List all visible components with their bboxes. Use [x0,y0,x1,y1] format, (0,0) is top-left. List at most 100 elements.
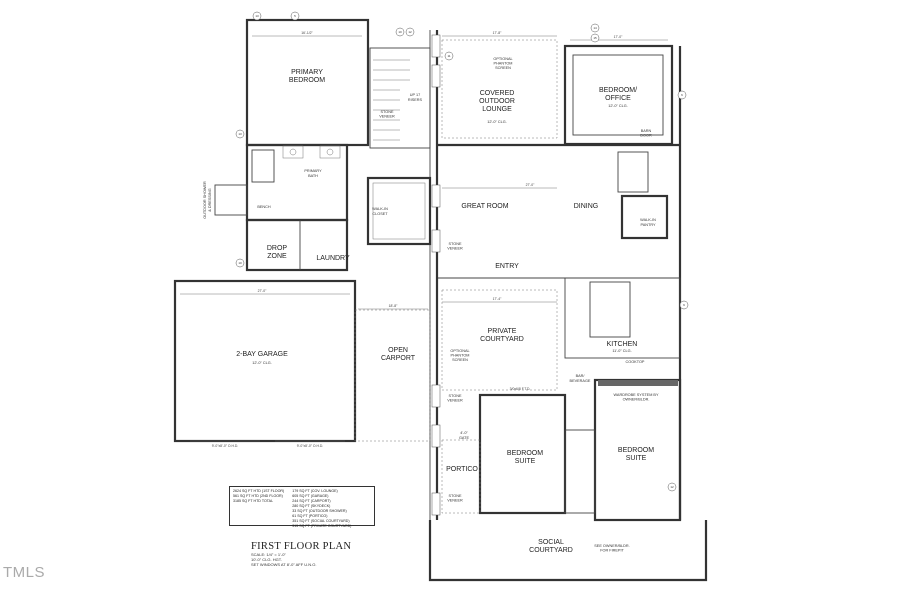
social-courtyard-wall [428,520,708,582]
sqft-line: 179 SQ FT (COV. LOUNGE) [292,489,338,493]
bench-label: BENCH [257,205,271,209]
private-courtyard-outline [441,289,558,391]
square-footage-table: 2624 SQ FT HTD (1ST FLOOR) 561 SQ FT HTD… [229,486,375,528]
walkin-closet-walls [366,176,432,246]
carport-outline [354,309,431,442]
sqft-line: 280 SQ FT (SKYDECK) [292,504,331,508]
room-label-kitchen: KITCHEN [607,341,638,348]
vanity-2 [319,145,341,159]
sqft-line: 605 SQ FT (GARAGE) [292,494,329,498]
dim-carport-width: 18'-8" [389,304,398,308]
room-label-portico: PORTICO [446,466,478,473]
bench-band [598,380,678,386]
pantry-walls [620,194,669,240]
covered-lounge-outline [441,39,558,139]
plan-title: FIRST FLOOR PLAN [251,541,352,552]
bar-beverage-label: BAR/BEVERAGE [570,374,591,383]
kitchen-ceiling: 11'-0" CLG. [612,349,631,353]
svg-text:13: 13 [255,14,259,18]
garage-ceiling: 12'-0" CLG. [252,361,272,365]
dim-lounge-width: 17'-8" [493,31,502,35]
callout-see-owner: SEE OWNER/BLDR.FOR FIREPIT [594,544,629,553]
title-block: FIRST FLOOR PLAN SCALE: 1/4" = 1'-0" 10'… [251,541,351,567]
sqft-line: 351 SQ FT (SOCIAL COURTYARD) [292,519,350,523]
office-ceiling: 12'-0" CLG. [608,104,628,108]
sqft-line: 561 SQ FT HTD (2ND FLOOR) [233,494,283,498]
bedroom-office-inner [572,54,664,136]
closet-shelf [372,182,426,240]
dim-great-width: 27'-0" [526,183,535,187]
room-label-dining: DINING [574,203,599,210]
shower [251,149,275,183]
svg-text:15: 15 [593,36,597,40]
kitchen-walls [564,277,681,359]
svg-text:12: 12 [670,485,674,489]
dim-garage-door-2: 9'-0"x8'-0" O.H.D. [297,444,324,448]
dim-sliders: 3/0x6/8 F.T.D. [510,387,531,391]
watermark-logo: TMLS [3,564,46,581]
svg-text:10: 10 [398,30,402,34]
portico-outline [441,439,481,514]
sqft-line: 315 SQ FT (PRIVATE COURTYARD) [292,524,352,528]
svg-text:13: 13 [238,132,242,136]
suite-bath [564,429,596,514]
sqft-unheated-column: 179 SQ FT (COV. LOUNGE) 605 SQ FT (GARAG… [292,489,351,528]
svg-text:9: 9 [683,303,685,307]
stair-treads [373,59,410,141]
plan-note: SET WINDOWS AT 8'-0" AFF U.N.O. [251,562,317,567]
vanity-1 [282,145,304,159]
sink-1 [289,148,297,156]
spine-windows [431,34,441,516]
tag-circles: 13 5 10 12 11 14 15 6 13 10 9 12 [235,11,689,492]
dim-garage-door-1: 9'-0"x8'-0" O.H.D. [212,444,239,448]
sink-2 [326,148,334,156]
dim-primary-width: 16'-1/2" [301,31,313,35]
dimension-lines [180,35,668,310]
dim-office-width: 17'-0" [614,35,623,39]
kitchen-island [589,281,631,338]
plan-note: 10'-0" CLG. HGT. [251,557,282,562]
powder-room [617,151,649,193]
room-label-entry: ENTRY [495,263,519,270]
room-label-great-room: GREAT ROOM [461,203,508,210]
room-label-laundry: LAUNDRY [316,255,350,262]
cooktop-label: COOKTOP [626,360,645,364]
plan-scale: SCALE: 1/4" = 1'-0" [251,552,286,557]
sqft-line: 61 SQ FT (PORTICO) [292,514,328,518]
sqft-heated-column: 2624 SQ FT HTD (1ST FLOOR) 561 SQ FT HTD… [233,489,284,523]
svg-text:6: 6 [681,93,683,97]
sqft-line: 2624 SQ FT HTD (1ST FLOOR) [233,489,285,493]
drop-zone-walls [245,218,349,272]
outdoor-shower [214,184,248,216]
sqft-line: 3185 SQ FT HTD TOTAL [233,499,274,503]
room-label-bedroom-office: BEDROOM/OFFICE [599,87,637,102]
svg-text:11: 11 [447,54,450,58]
svg-text:5: 5 [294,14,296,18]
sqft-line: 244 SQ FT (CARPORT) [292,499,331,503]
dim-courtyard-width: 17'-4" [493,297,502,301]
lounge-ceiling: 12'-0" CLG. [487,120,507,124]
svg-text:12: 12 [408,30,412,34]
gate-label: 4'-0"GATE [459,431,470,440]
svg-text:14: 14 [593,26,597,30]
